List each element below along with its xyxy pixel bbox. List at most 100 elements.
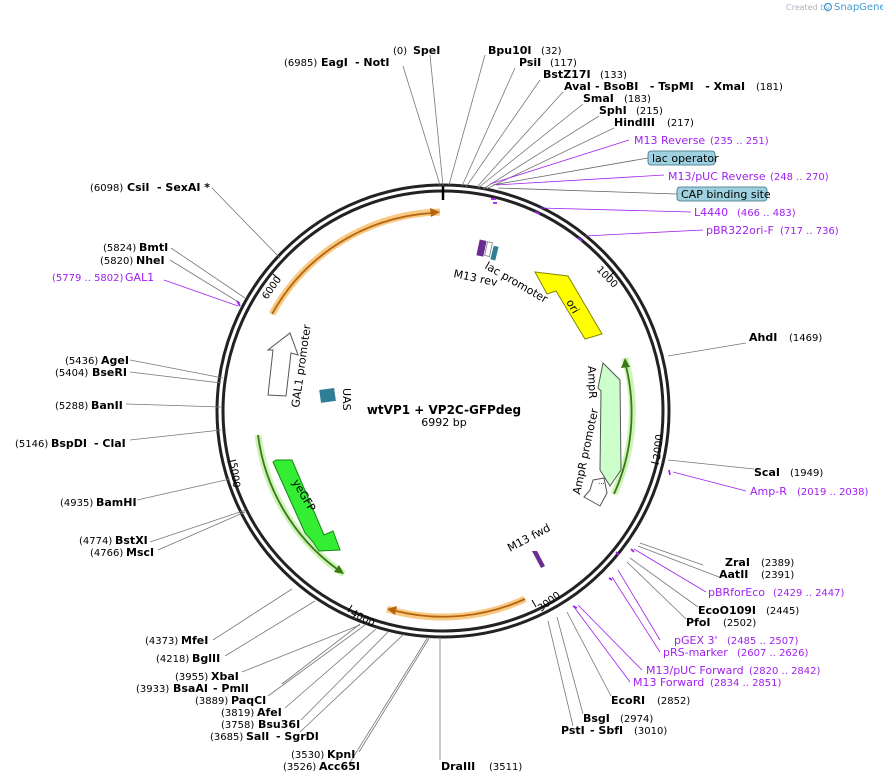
- svg-text:(3685): (3685): [210, 732, 243, 743]
- enzyme-bpu10i[interactable]: Bpu10I (32): [488, 44, 562, 57]
- svg-text:EcoO109I: EcoO109I: [698, 604, 756, 617]
- enzyme-agei[interactable]: (5436) AgeI: [65, 354, 129, 367]
- svg-text:(3933): (3933): [136, 684, 169, 695]
- lac-operator-box[interactable]: lac operator: [647, 150, 719, 166]
- enzyme-bstz17i[interactable]: BstZ17I (133): [543, 68, 627, 81]
- enzyme-msci[interactable]: (4766) MscI: [90, 546, 154, 559]
- svg-text:SphI: SphI: [599, 104, 627, 117]
- svg-text:(4774): (4774): [79, 536, 112, 547]
- svg-text:(6985): (6985): [284, 58, 317, 69]
- svg-text:EagI: EagI: [321, 56, 348, 69]
- created-by-label: Created by: [786, 3, 830, 12]
- svg-text:(2834 .. 2851): (2834 .. 2851): [710, 678, 782, 689]
- svg-text:(1949): (1949): [790, 468, 823, 479]
- enzyme-mfei[interactable]: (4373) MfeI: [145, 634, 208, 647]
- enzyme-pfoi[interactable]: PfoI (2502): [686, 616, 756, 629]
- svg-text:DraIII: DraIII: [441, 760, 475, 773]
- svg-text:(117): (117): [550, 58, 577, 69]
- enzyme-nhei[interactable]: (5820) NheI: [100, 254, 165, 267]
- tick-2000: 2000: [652, 434, 666, 460]
- enzyme-psii[interactable]: PsiI (117): [519, 56, 577, 69]
- svg-text:(4218): (4218): [156, 654, 189, 665]
- enzyme-aatii[interactable]: AatII (2391): [719, 568, 794, 581]
- enzyme-smai[interactable]: SmaI (183): [583, 92, 651, 105]
- primer-pgex-3[interactable]: pGEX 3' (2485 .. 2507): [674, 634, 799, 647]
- svg-text:BspDI: BspDI: [51, 437, 87, 450]
- enzyme-spei[interactable]: (0) SpeI: [393, 44, 440, 57]
- svg-text:(2391): (2391): [761, 570, 794, 581]
- enzyme-leaders: [125, 54, 755, 765]
- svg-text:(3819): (3819): [221, 708, 254, 719]
- enzyme-zrai[interactable]: ZraI (2389): [725, 556, 794, 569]
- cap-binding-site-box[interactable]: CAP binding site: [676, 186, 771, 202]
- enzyme-bsgi[interactable]: BsgI (2974): [583, 712, 653, 725]
- svg-text:(217): (217): [667, 118, 694, 129]
- svg-text:MscI: MscI: [126, 546, 154, 559]
- svg-text:SmaI: SmaI: [583, 92, 614, 105]
- primer-prs-marker[interactable]: pRS-marker (2607 .. 2626): [663, 646, 809, 659]
- enzyme-afei[interactable]: (3819) AfeI: [221, 706, 282, 719]
- svg-text:PaqCI: PaqCI: [231, 694, 266, 707]
- svg-text:GAL1: GAL1: [125, 271, 154, 284]
- enzyme-draiii[interactable]: DraIII (3511): [441, 760, 522, 773]
- primer-l4440[interactable]: L4440 (466 .. 483): [694, 206, 796, 219]
- enzyme-scai[interactable]: ScaI (1949): [754, 466, 823, 479]
- enzyme-hindiii[interactable]: HindIII (217): [614, 116, 694, 129]
- svg-text:pBR322ori-F: pBR322ori-F: [706, 224, 774, 237]
- svg-text:- ClaI: - ClaI: [94, 437, 126, 450]
- svg-text:(4935): (4935): [60, 498, 93, 509]
- enzyme-csii[interactable]: (6098) CsiI - SexAI *: [90, 181, 210, 194]
- enzyme-bmti[interactable]: (5824) BmtI: [103, 241, 168, 254]
- ori-label: ori: [563, 297, 581, 316]
- enzyme-psti[interactable]: PstI - SbfI (3010): [561, 724, 667, 737]
- primer-m13-forward[interactable]: M13 Forward (2834 .. 2851): [633, 676, 782, 689]
- svg-text:pBRforEco: pBRforEco: [708, 586, 765, 599]
- enzyme-bstxi[interactable]: (4774) BstXI: [79, 534, 148, 547]
- enzyme-acc65i[interactable]: (3526) Acc65I: [283, 760, 360, 773]
- primer-amp-r[interactable]: Amp-R (2019 .. 2038): [750, 485, 869, 498]
- enzyme-bglii[interactable]: (4218) BglII: [156, 652, 220, 665]
- enzyme-eagi[interactable]: (6985) EagI - NotI: [284, 56, 390, 69]
- svg-text:AatII: AatII: [719, 568, 748, 581]
- svg-text:(3010): (3010): [634, 726, 667, 737]
- enzyme-paqci[interactable]: (3889) PaqCI: [195, 694, 266, 707]
- svg-text:- SgrDI: - SgrDI: [276, 730, 319, 743]
- enzyme-ecoo109i[interactable]: EcoO109I (2445): [698, 604, 799, 617]
- enzyme-sphi[interactable]: SphI (215): [599, 104, 663, 117]
- enzyme-ecori[interactable]: EcoRI (2852): [611, 694, 690, 707]
- svg-text:PstI: PstI: [561, 724, 585, 737]
- svg-text:(5779 .. 5802): (5779 .. 5802): [52, 273, 124, 284]
- svg-text:- PmlI: - PmlI: [213, 682, 249, 695]
- enzyme-avai[interactable]: AvaI - BsoBI - TspMI - XmaI (181): [564, 80, 783, 93]
- svg-text:(5436): (5436): [65, 356, 98, 367]
- enzyme-bsaai[interactable]: (3933) BsaAI - PmlI: [136, 682, 249, 695]
- enzyme-sali[interactable]: (3685) SalI - SgrDI: [210, 730, 319, 743]
- enzyme-bspdi[interactable]: (5146) BspDI - ClaI: [15, 437, 126, 450]
- svg-text:AgeI: AgeI: [101, 354, 129, 367]
- enzyme-bsu36i[interactable]: (3758) Bsu36I: [221, 718, 300, 731]
- svg-text:- SexAI *: - SexAI *: [157, 181, 210, 194]
- primer-m13-reverse[interactable]: M13 Reverse (235 .. 251): [634, 134, 769, 147]
- svg-text:(2852): (2852): [657, 696, 690, 707]
- primer-pbrforeco[interactable]: pBRforEco (2429 .. 2447): [708, 586, 845, 599]
- enzyme-kpni[interactable]: (3530) KpnI: [291, 748, 355, 761]
- enzyme-bamhi[interactable]: (4935) BamHI: [60, 496, 137, 509]
- svg-text:AvaI: AvaI: [564, 80, 591, 93]
- enzyme-xbai[interactable]: (3955) XbaI: [175, 670, 239, 683]
- svg-text:BmtI: BmtI: [139, 241, 168, 254]
- svg-text:M13 Forward: M13 Forward: [633, 676, 704, 689]
- primer-pbr322ori-f[interactable]: pBR322ori-F (717 .. 736): [706, 224, 839, 237]
- primer-m13-puc-reverse[interactable]: M13/pUC Reverse (248 .. 270): [668, 170, 829, 183]
- enzyme-bseri[interactable]: (5404) BseRI: [55, 366, 127, 379]
- svg-text:(248 .. 270): (248 .. 270): [770, 172, 829, 183]
- enzyme-ahdi[interactable]: AhdI (1469): [749, 331, 822, 344]
- svg-text:(466 .. 483): (466 .. 483): [737, 208, 796, 219]
- primer-markers: [236, 198, 671, 609]
- primer-gal1[interactable]: (5779 .. 5802) GAL1: [52, 271, 154, 284]
- m13-fwd-label: M13 fwd: [505, 521, 552, 554]
- svg-text:(32): (32): [541, 46, 562, 57]
- svg-text:CsiI: CsiI: [127, 181, 149, 194]
- svg-text:L4440: L4440: [694, 206, 728, 219]
- enzyme-banii[interactable]: (5288) BanII: [55, 399, 123, 412]
- primer-m13-puc-forward[interactable]: M13/pUC Forward (2820 .. 2842): [646, 664, 821, 677]
